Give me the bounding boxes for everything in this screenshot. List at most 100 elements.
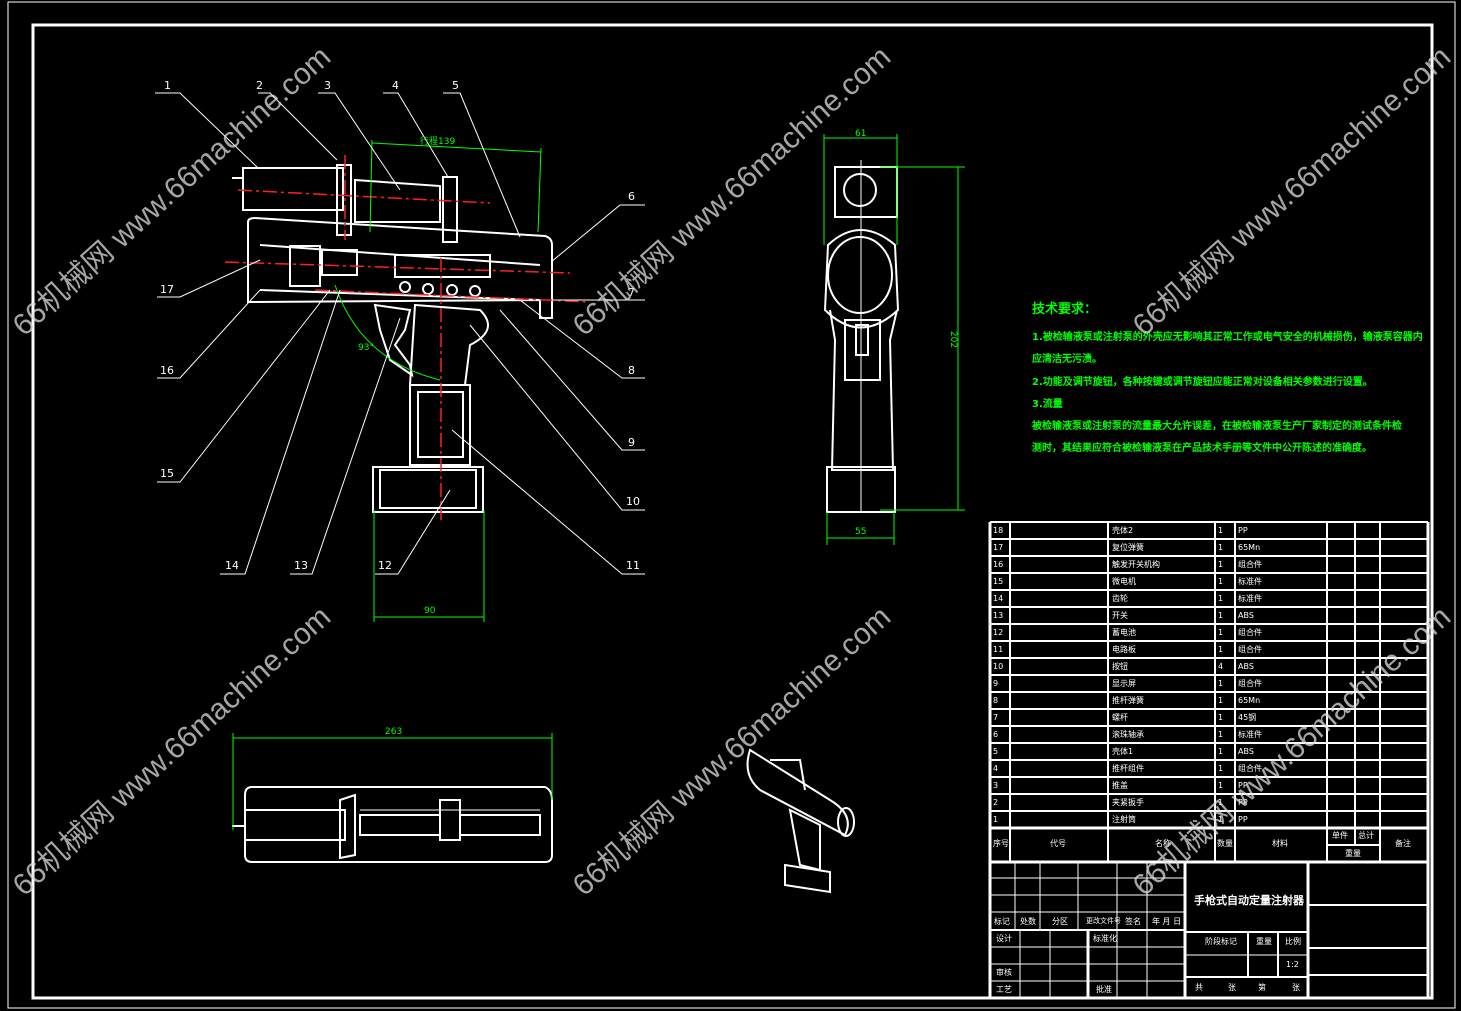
bom-cell-no: 7 [993,713,999,722]
bom-cell-name: 壳体1 [1112,747,1134,756]
bom-cell-qty: 1 [1218,764,1224,773]
tb-rev-label: 年 月 日 [1152,917,1182,926]
requirement-line: 被检输液泵或注射泵的流量最大允许误差，在被检输液泵生产厂家制定的测试条件检 [1032,421,1402,432]
bom-cell-no: 16 [993,560,1004,569]
grip-width-dimension: 90 [424,606,436,616]
bom-cell-name: 滚珠轴承 [1112,730,1144,739]
tb-standard: 标准化 [1093,934,1117,943]
inner-frame [31,23,1434,1000]
title-block-grid [988,860,1430,1000]
bom-cell-name: 推杆组件 [1112,764,1144,773]
bom-cell-no: 5 [993,747,999,756]
bom-cell-material: 标准件 [1238,594,1262,603]
bom-cell-no: 2 [993,798,999,807]
side-view [823,160,900,513]
balloon-1: 1 [164,79,171,92]
bom-cell-no: 8 [993,696,999,705]
balloon-14: 14 [225,559,239,572]
bom-cell-qty: 4 [1218,662,1224,671]
bom-cell-material: 组合件 [1238,628,1262,637]
tb-process: 工艺 [996,985,1012,994]
bom-cell-name: 开关 [1112,611,1128,620]
bom-cell-name: 注射筒 [1112,815,1136,824]
bom-cell-no: 12 [993,628,1004,637]
balloon-11: 11 [626,559,640,572]
bom-cell-material: ABS [1238,662,1254,671]
bom-cell-name: 齿轮 [1112,594,1128,603]
balloon-15: 15 [160,467,174,480]
bom-cell-name: 壳体2 [1112,526,1134,535]
balloon-17: 17 [160,283,174,296]
bom-cell-material: ABS [1238,747,1254,756]
balloon-7: 7 [628,286,635,299]
bom-cell-no: 11 [993,645,1004,654]
requirement-line: 3.流量 [1032,399,1063,410]
side-top-width-dimension: 61 [855,129,867,139]
bom-cell-material: 组合件 [1238,679,1262,688]
balloon-16: 16 [160,364,174,377]
bom-cell-no: 9 [993,679,999,688]
tb-weight: 重量 [1256,937,1272,946]
bom-cell-qty: 1 [1218,645,1224,654]
bom-cell-no: 15 [993,577,1004,586]
bom-cell-no: 6 [993,730,999,739]
bom-cell-qty: 1 [1218,747,1224,756]
tb-sheets: 共 [1195,983,1203,992]
tb-rev-label: 更改文件号 [1086,917,1121,925]
bom-cell-qty: 1 [1218,560,1224,569]
bom-cell-name: 显示屏 [1112,679,1136,688]
bom-cell-qty: 1 [1218,713,1224,722]
bom-cell-qty: 1 [1218,730,1224,739]
bom-header-qty: 数量 [1217,839,1233,848]
bom-cell-no: 3 [993,781,999,790]
balloon-2: 2 [256,79,263,92]
balloon-4: 4 [392,79,399,92]
tb-sheets: 张 [1228,983,1236,992]
bom-table-grid [988,521,1430,864]
bom-header-weight: 重量 [1345,849,1361,858]
bom-cell-name: 夹紧扳手 [1112,798,1144,807]
bom-cell-qty: 1 [1218,798,1224,807]
bom-cell-no: 14 [993,594,1004,603]
bom-cell-material: 组合件 [1238,645,1262,654]
top-dimensions [232,733,553,830]
bom-cell-no: 13 [993,611,1004,620]
outer-frame [7,1,1456,1009]
top-view [232,786,553,863]
balloon-8: 8 [628,364,635,377]
centerlines [224,155,591,520]
bom-cell-qty: 1 [1218,594,1224,603]
requirement-line: 2.功能及调节旋钮，各种按键或调节旋钮应能正常对设备相关参数进行设置。 [1032,377,1373,388]
tb-approve: 批准 [1096,985,1112,994]
tb-rev-label: 分区 [1052,917,1068,926]
bom-cell-no: 18 [993,526,1004,535]
tb-scale: 1:2 [1286,960,1299,969]
bom-cell-qty: 1 [1218,526,1224,535]
bom-cell-qty: 1 [1218,696,1224,705]
balloon-6: 6 [628,190,635,203]
tb-rev-label: 标记 [994,917,1010,926]
bom-cell-name: 螺杆 [1112,713,1128,722]
bom-cell-material: 45钢 [1238,713,1257,722]
bom-cell-no: 1 [993,815,999,824]
isometric-view [746,748,855,894]
bom-cell-no: 4 [993,764,999,773]
bom-cell-qty: 1 [1218,628,1224,637]
balloon-leaders [155,92,645,575]
bom-header-note: 备注 [1395,839,1411,848]
bom-cell-name: 复位弹簧 [1112,543,1144,552]
balloon-12: 12 [378,559,392,572]
tb-rev-label: 处数 [1020,917,1036,926]
bom-cell-name: 按钮 [1112,662,1128,671]
requirement-line: 测时，其结果应符合被检输液泵在产品技术手册等文件中公开陈述的准确度。 [1032,443,1372,454]
bom-cell-name: 触发开关机构 [1112,560,1160,569]
bom-cell-material: 标准件 [1238,730,1262,739]
bom-cell-material: PP [1238,815,1248,824]
tb-stage: 阶段标记 [1205,937,1237,946]
bom-cell-material: 65Mn [1238,543,1261,552]
balloon-13: 13 [294,559,308,572]
bom-cell-name: 推杆弹簧 [1112,696,1144,705]
bom-header-no: 序号 [993,839,1009,848]
bom-cell-material: 组合件 [1238,560,1262,569]
